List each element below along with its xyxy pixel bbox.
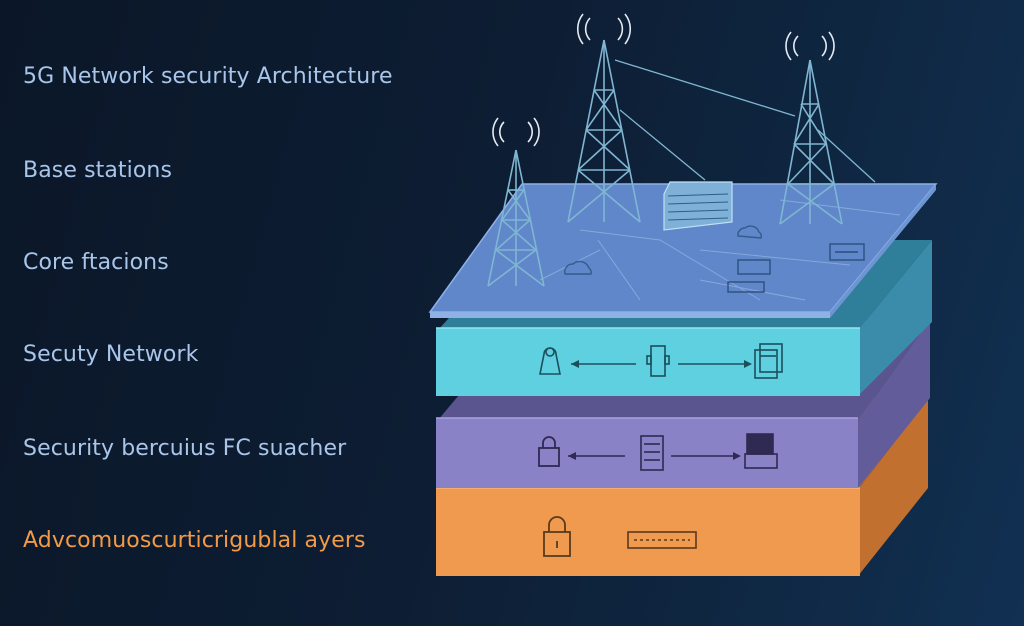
lock-icon: [543, 516, 571, 557]
padlock-icon: [538, 436, 560, 467]
server-icon: [640, 435, 664, 471]
tower-right: [779, 31, 843, 225]
device-icon: [646, 345, 670, 377]
signal-icon-center: [576, 13, 632, 45]
label-security-network: Secuty Network: [23, 342, 199, 367]
terminal-icon: [744, 433, 778, 469]
label-advanced-layers: Advcomuoscurticrigublal ayers: [23, 528, 366, 553]
user-lock-icon: [539, 347, 561, 375]
diagram-title: 5G Network security Architecture: [23, 64, 393, 89]
server-rack-icon: [663, 181, 733, 231]
label-core-stations: Core ftacions: [23, 250, 169, 275]
rack-unit-icon: [627, 531, 697, 549]
label-base-stations: Base stations: [23, 158, 173, 183]
tower-center: [567, 13, 641, 223]
label-security-services: Security bercuius FC suacher: [23, 436, 347, 461]
device-box-icon: [727, 243, 865, 293]
layer-labels: 5G Network security Architecture Base st…: [23, 0, 443, 626]
cloud-icon: [564, 225, 763, 275]
tower-links: [614, 59, 876, 183]
tower-left: [487, 117, 545, 287]
signal-icon-right: [785, 31, 835, 61]
storage-icon: [754, 343, 783, 379]
signal-icon-left: [492, 117, 540, 147]
